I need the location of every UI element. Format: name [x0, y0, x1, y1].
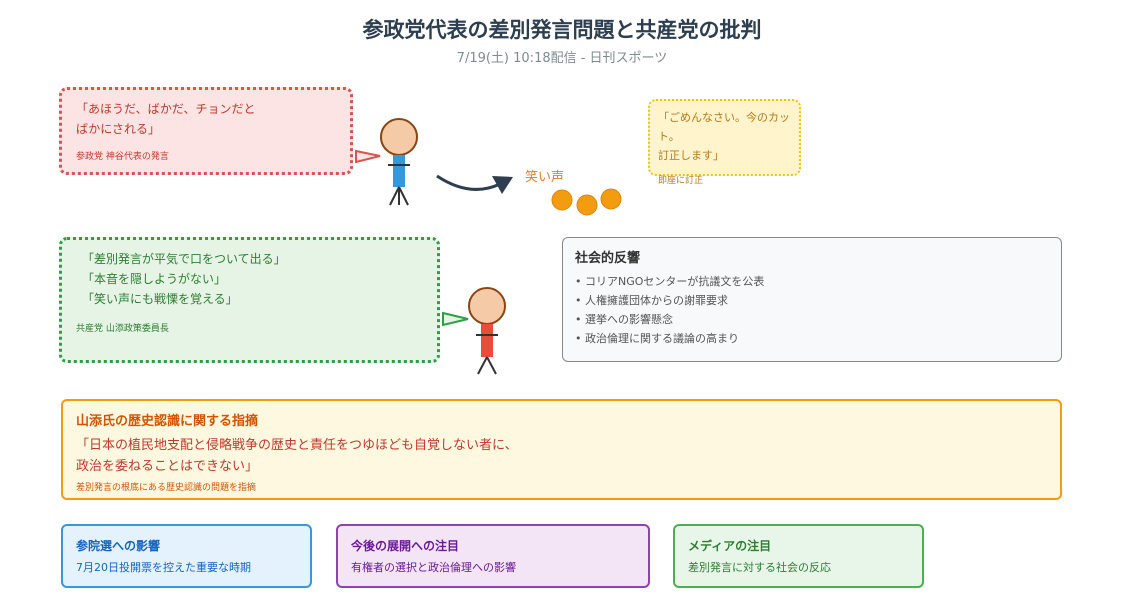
social-reaction-box: 社会的反響 • コリアNGOセンターが抗議文を公表 • 人権擁護団体からの謝罪要…	[562, 237, 1062, 362]
yamazoe-source: 共産党 山添政策委員長	[76, 324, 169, 334]
card-media-attention: メディアの注目 差別発言に対する社会の反応	[673, 524, 924, 588]
yamazoe-shirt	[481, 324, 493, 357]
social-item: • 選挙への影響懸念	[575, 313, 673, 326]
card-desc: 有権者の選択と政治倫理への影響	[351, 561, 516, 574]
card-future-developments: 今後の展開への注目 有権者の選択と政治倫理への影響	[336, 524, 650, 588]
history-quote: 「日本の植民地支配と侵略戦争の歴史と責任をつゆほども自覚しない者に、 政治を委ね…	[76, 438, 518, 474]
yamazoe-leg-right	[486, 356, 497, 375]
kamiya-head	[380, 118, 418, 156]
page-title: 参政党代表の差別発言問題と共産党の批判	[362, 18, 762, 42]
kamiya-figure	[355, 118, 418, 206]
laugh-dot-1	[551, 189, 573, 211]
kamiya-shirt	[393, 155, 405, 187]
card-title: 今後の展開への注目	[351, 539, 460, 553]
yamazoe-bubble-pointer	[442, 311, 469, 327]
yamazoe-speech-bubble: 「差別発言が平気で口をついて出る」 「本音を隠しようがない」 「笑い声にも戦慄を…	[59, 237, 440, 363]
yamazoe-head	[468, 287, 506, 325]
history-recognition-box: 山添氏の歴史認識に関する指摘 「日本の植民地支配と侵略戦争の歴史と責任をつゆほど…	[61, 399, 1062, 500]
laugh-dots	[551, 188, 622, 216]
social-item: • コリアNGOセンターが抗議文を公表	[575, 275, 765, 288]
kamiya-bubble-pointer	[355, 149, 381, 164]
card-title: メディアの注目	[688, 539, 772, 553]
apology-bubble: 「ごめんなさい。今のカット。 訂正します」 即座に訂正	[648, 99, 801, 186]
yamazoe-figure	[442, 287, 506, 375]
yamazoe-leg-left	[477, 356, 488, 375]
kamiya-quote: 「あほうだ、ばかだ、チョンだと ばかにされる」	[76, 102, 256, 136]
kamiya-leg-left	[389, 186, 400, 206]
history-title: 山添氏の歴史認識に関する指摘	[76, 414, 259, 429]
yamazoe-quote: 「差別発言が平気で口をついて出る」 「本音を隠しようがない」 「笑い声にも戦慄を…	[82, 252, 286, 306]
card-desc: 差別発言に対する社会の反応	[688, 561, 831, 574]
kamiya-source: 参政党 神谷代表の発言	[76, 152, 169, 162]
card-title: 参院選への影響	[76, 539, 161, 553]
social-item: • 人権擁護団体からの謝罪要求	[575, 294, 728, 307]
curved-arrow-icon	[436, 174, 513, 194]
page-subtitle: 7/19(土) 10:18配信 - 日刊スポーツ	[456, 51, 668, 66]
card-desc: 7月20日投開票を控えた重要な時期	[76, 561, 251, 574]
kamiya-leg-right	[398, 186, 409, 206]
apology-note: 即座に訂正	[658, 176, 704, 186]
apology-quote: 「ごめんなさい。今のカット。 訂正します」	[658, 111, 790, 162]
laugh-dot-2	[576, 194, 598, 216]
laugh-dot-3	[600, 188, 622, 210]
laugh-label: 笑い声	[525, 170, 565, 185]
card-election-impact: 参院選への影響 7月20日投開票を控えた重要な時期	[61, 524, 312, 588]
social-item: • 政治倫理に関する議論の高まり	[575, 332, 739, 345]
social-title: 社会的反響	[575, 251, 641, 266]
history-note: 差別発言の根底にある歴史認識の問題を指摘	[76, 483, 257, 493]
kamiya-speech-bubble: 「あほうだ、ばかだ、チョンだと ばかにされる」 参政党 神谷代表の発言	[59, 87, 353, 175]
